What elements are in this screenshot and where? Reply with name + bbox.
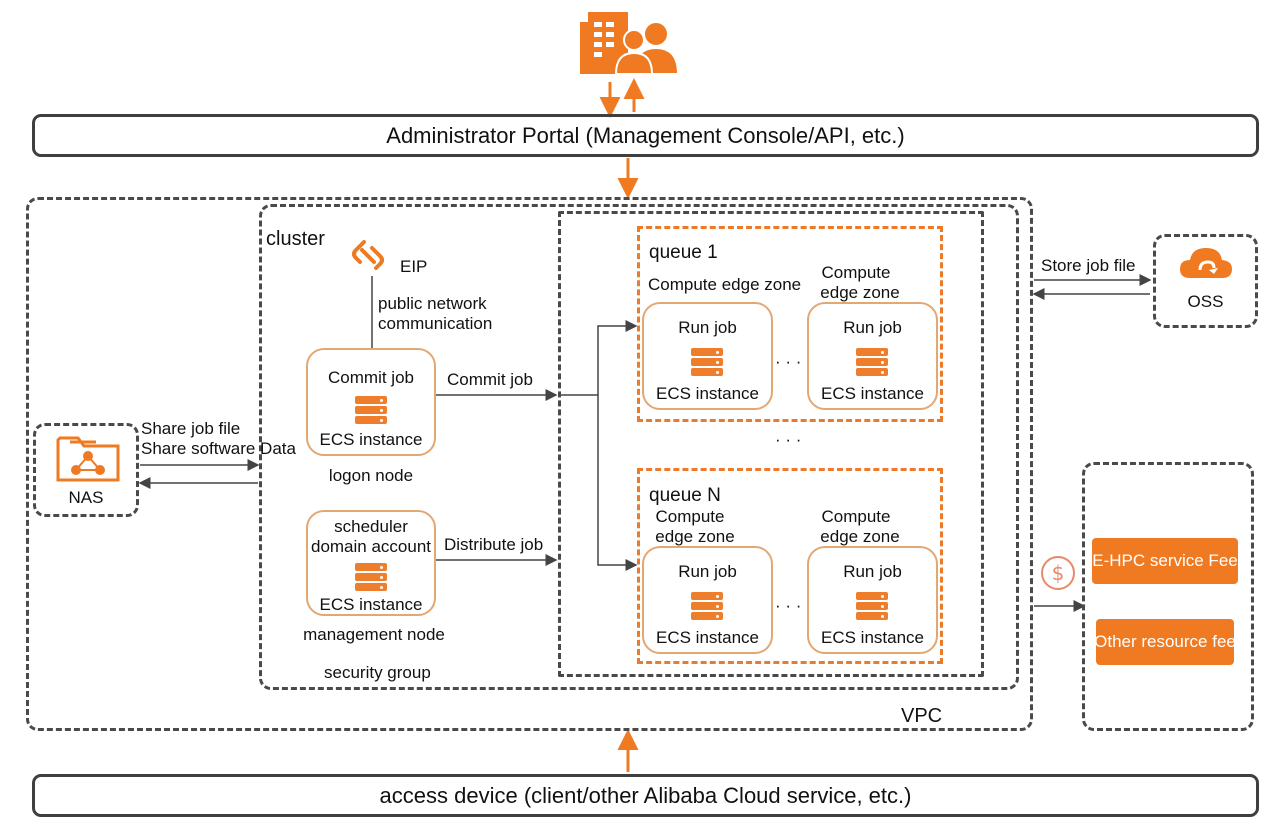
queue-1-job-b-instance: ECS instance [821,384,924,403]
queue-1-label: queue 1 [649,242,718,263]
queue-1-job-a [642,302,773,410]
access-label: access device (client/other Alibaba Clou… [379,782,912,808]
queue-n-zone-b-line1: Compute [821,507,891,526]
queue-1-job-b [807,302,938,410]
queue-1-zone-b-line2: edge zone [820,283,900,302]
queue-n-job-b [807,546,938,654]
eip-label: EIP [400,257,428,276]
administrator-portal-bar: Administrator Portal (Management Console… [32,114,1259,157]
server-icon [355,396,387,426]
queue-1-job-a-instance: ECS instance [656,384,759,403]
queue-1-zone-b-line1: Compute [821,263,891,282]
oss-store-label: Store job file [1041,256,1136,275]
users-building-icon [580,12,680,75]
oss-label: OSS [1187,292,1224,311]
portal-label: Administrator Portal (Management Console… [386,122,905,148]
server-icon [856,592,888,622]
queue-n-job-b-title: Run job [843,562,902,581]
server-icon [691,348,723,378]
server-icon [856,348,888,378]
dollar-icon: $ [1041,556,1075,590]
distribute-job-label: Distribute job [444,535,544,554]
queue-n-box [637,468,943,664]
ehpc-service-fee: E-HPC service Fee [1092,538,1238,584]
access-device-bar: access device (client/other Alibaba Clou… [32,774,1259,817]
eip-comm-line2: communication [378,314,493,333]
queue-1-zone-a: Compute edge zone [648,275,802,294]
queue-n-zone-a-line1: Compute [655,507,725,526]
queueN-branch [597,395,638,571]
nas-folder-icon [56,436,120,482]
oss-box [1153,234,1258,328]
cluster-label: cluster [266,228,325,250]
cluster-boundary [259,204,1019,690]
queue-1-ellipsis: · · · [775,352,802,371]
queue-1-job-a-title: Run job [678,318,737,337]
queue-n-job-a-title: Run job [678,562,737,581]
queue-n-zone-a-line2: edge zone [655,527,735,546]
queue-1-box [637,226,943,422]
mgmt-node-title-line1: scheduler [334,517,408,536]
server-icon [355,563,387,593]
security-group-label: security group [324,663,431,682]
nas-box [33,423,139,517]
logon-node-title: Commit job [328,368,414,387]
commit-job-label: Commit job [447,370,533,389]
eip-comm-line1: public network [378,294,487,313]
compute-area-boundary [558,211,984,677]
server-icon [691,592,723,622]
nas-share-line1: Share job file [141,419,241,438]
mgmt-node-title-line2: domain account [310,537,432,556]
vpc-boundary [26,197,1033,731]
queue-n-job-a [642,546,773,654]
vpc-label: VPC [901,705,943,727]
between-queues-ellipsis: · · · [775,430,802,449]
nas-label: NAS [68,488,104,507]
other-resource-fee: Other resource fee [1094,619,1236,665]
queue-n-job-b-instance: ECS instance [821,628,924,647]
queue1-branch [597,320,638,395]
queue-n-job-a-instance: ECS instance [656,628,759,647]
mgmt-node-caption: management node [303,625,445,644]
nas-share-line2: Share software Data [141,439,296,458]
queue-n-ellipsis: · · · [775,596,802,615]
oss-cloud-icon [1180,248,1232,278]
logon-node-instance: ECS instance [319,430,423,449]
queue-n-label: queue N [649,485,721,506]
queue-n-zone-b-line2: edge zone [820,527,900,546]
logon-node-caption: logon node [328,466,414,485]
queue-1-job-b-title: Run job [843,318,902,337]
eip-link-icon [352,240,384,270]
mgmt-node-instance: ECS instance [319,595,423,614]
fee-panel [1082,462,1254,731]
svg-text:$: $ [1052,561,1065,585]
